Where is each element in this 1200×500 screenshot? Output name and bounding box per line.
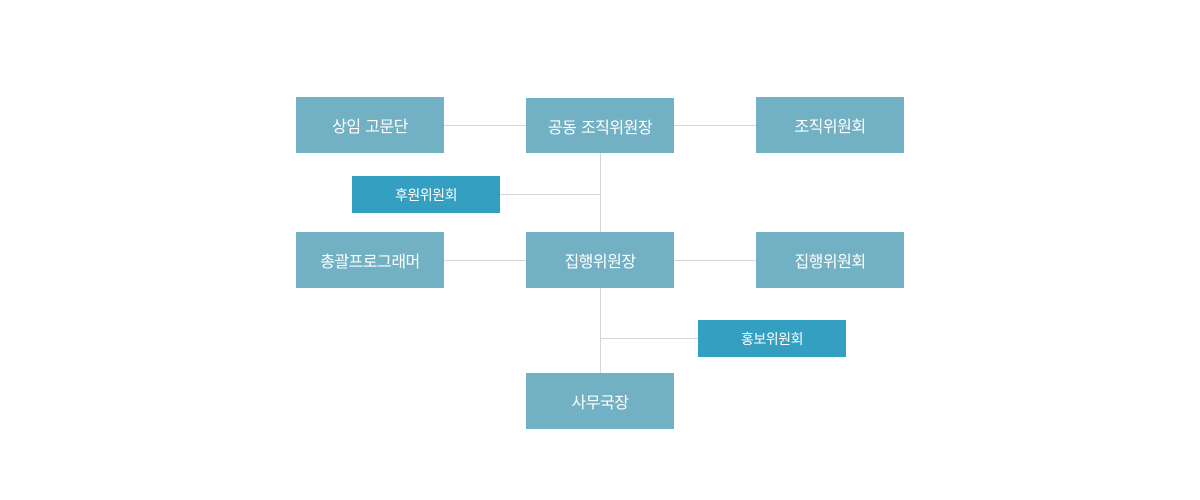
advisory-board-box: 상임 고문단 [296,97,444,153]
secretary-general-label: 사무국장 [571,393,629,412]
connector-publicity [600,338,698,339]
organizing-committee-box: 조직위원회 [756,97,904,153]
connector-general-executive [444,260,526,261]
sponsorship-committee-box: 후원위원회 [352,176,500,213]
general-programmer-label: 총괄프로그래머 [320,252,420,271]
secretary-general-box: 사무국장 [526,373,674,429]
joint-chair-label: 공동 조직위원장 [547,117,653,137]
general-programmer-box: 총괄프로그래머 [296,232,444,288]
connector-joint-organizing [674,125,756,126]
organizing-committee-label: 조직위원회 [794,117,866,136]
executive-committee-label: 집행위원회 [794,252,866,271]
executive-chair-label: 집행위원장 [564,252,636,271]
executive-chair-box: 집행위원장 [526,232,674,288]
publicity-committee-box: 홍보위원회 [698,320,846,357]
publicity-committee-label: 홍보위원회 [741,331,803,348]
connector-advisory-joint [444,125,526,126]
connector-sponsorship [500,194,600,195]
advisory-board-label: 상임 고문단 [332,117,408,136]
joint-chair-box: 공동 조직위원장 [526,98,674,153]
executive-committee-box: 집행위원회 [756,232,904,288]
sponsorship-committee-label: 후원위원회 [395,187,457,204]
connector-executive-committee [674,260,756,261]
